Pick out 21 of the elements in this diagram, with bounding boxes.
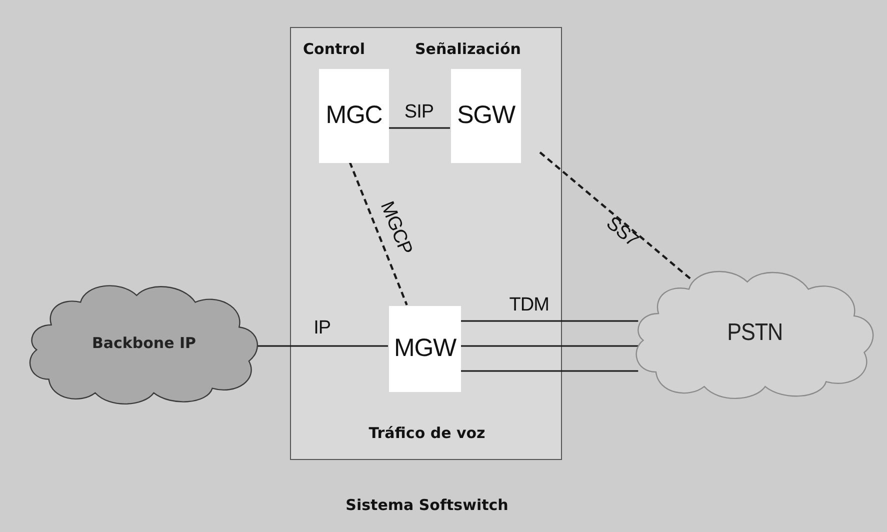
cloud-label: PSTN	[727, 318, 783, 348]
connector-line	[388, 127, 450, 129]
connector-line	[256, 345, 388, 347]
component-box: SGW	[451, 69, 521, 163]
component-box: MGC	[319, 69, 389, 163]
edge-label: SS7	[601, 212, 644, 252]
dashed-connector	[539, 152, 694, 282]
edge-label: TDM	[508, 296, 550, 314]
edge-label: MGCP	[376, 197, 416, 258]
dashed-connector	[348, 162, 408, 306]
component-box: MGW	[389, 306, 461, 392]
connector-line	[460, 345, 638, 347]
edge-label: SIP	[403, 102, 435, 122]
edge-label: IP	[312, 318, 332, 338]
section-heading: Sistema Softswitch	[344, 495, 510, 516]
cloud-label: Backbone IP	[92, 332, 196, 354]
section-heading: Tráfico de voz	[368, 423, 486, 444]
section-heading: Control	[303, 39, 366, 60]
connector-line	[460, 320, 638, 322]
connector-line	[460, 370, 638, 372]
section-heading: Señalización	[415, 39, 521, 60]
